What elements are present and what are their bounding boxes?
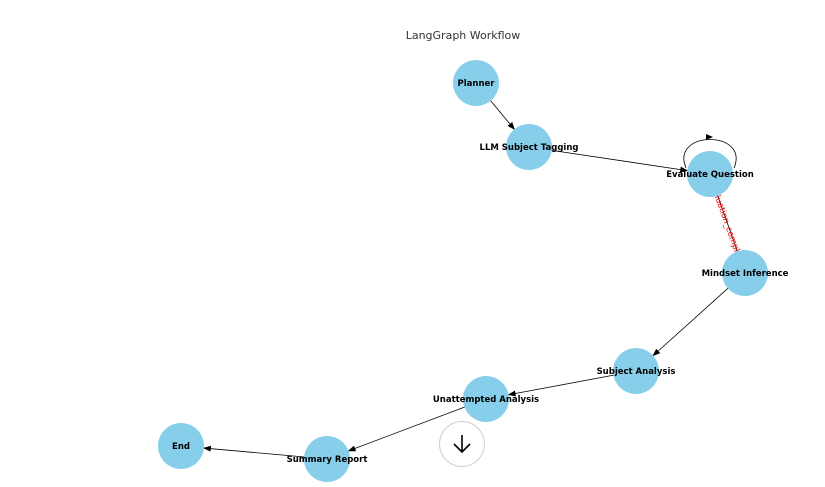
node-evaluate-question: Evaluate Question bbox=[666, 151, 754, 197]
node-circle bbox=[158, 423, 204, 469]
node-circle bbox=[613, 348, 659, 394]
node-circle bbox=[304, 436, 350, 482]
edge-label: luation_compl bbox=[712, 194, 741, 253]
node-label: End bbox=[172, 442, 190, 452]
node-label: Mindset Inference bbox=[702, 269, 789, 279]
node-label: Summary Report bbox=[287, 455, 368, 465]
node-subject-analysis: Subject Analysis bbox=[597, 348, 676, 394]
edge-evaluate-question-to-evaluate-question-arrowhead bbox=[706, 134, 713, 140]
node-label: LLM Subject Tagging bbox=[480, 143, 579, 153]
diagram-title: LangGraph Workflow bbox=[406, 29, 521, 42]
edge-evaluate-question-to-mindset-inference bbox=[714, 186, 738, 252]
edge-mindset-inference-to-subject-analysis bbox=[652, 281, 736, 357]
node-label: Subject Analysis bbox=[597, 367, 676, 377]
edge-llm-subject-tagging-to-evaluate-question bbox=[542, 148, 689, 173]
edge-unattempted-analysis-to-summary-report bbox=[347, 403, 474, 452]
edge-labels-layer: luation_compl bbox=[712, 194, 741, 253]
node-mindset-inference: Mindset Inference bbox=[702, 250, 789, 296]
edge-subject-analysis-to-unattempted-analysis bbox=[507, 373, 623, 397]
node-circle bbox=[463, 376, 509, 422]
node-planner: Planner bbox=[453, 60, 499, 106]
node-end: End bbox=[158, 423, 204, 469]
edge-summary-report-to-end bbox=[202, 445, 314, 459]
scroll-down-button[interactable] bbox=[439, 421, 485, 467]
node-label: Evaluate Question bbox=[666, 170, 754, 180]
node-circle bbox=[722, 250, 768, 296]
node-llm-subject-tagging: LLM Subject Tagging bbox=[480, 124, 579, 170]
node-label: Unattempted Analysis bbox=[433, 395, 539, 405]
node-circle bbox=[453, 60, 499, 106]
arrow-down-icon bbox=[453, 435, 471, 454]
node-unattempted-analysis: Unattempted Analysis bbox=[433, 376, 539, 422]
node-summary-report: Summary Report bbox=[287, 436, 368, 482]
node-circle bbox=[687, 151, 733, 197]
node-label: Planner bbox=[458, 79, 496, 89]
node-circle bbox=[506, 124, 552, 170]
